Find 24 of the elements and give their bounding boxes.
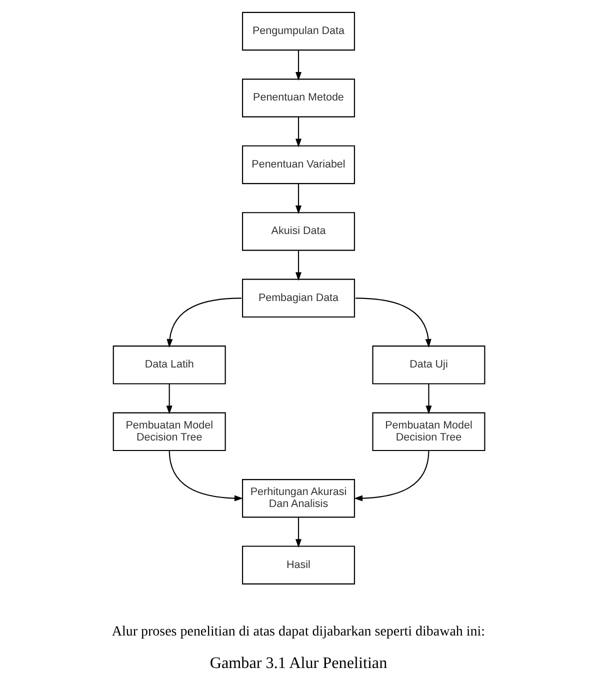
- node-box: Pembuatan Model Decision Tree: [372, 412, 485, 452]
- node-box: Pengumpulan Data: [242, 12, 354, 51]
- label: Alur proses penelitian di atas dapat dijabarkan seperti dibawah ini:: [111, 624, 485, 640]
- arrow: [166, 384, 172, 414]
- node-box: Pembagian Data: [242, 278, 354, 318]
- arrow: [425, 384, 432, 414]
- node-box: Hasil: [242, 546, 354, 584]
- node-box: Data Latih: [112, 346, 226, 384]
- arrow: [294, 184, 302, 214]
- caption: Gambar 3.1 Alur Penelitian: [209, 654, 387, 672]
- node-box: Pembuatan Model Decision Tree: [112, 412, 226, 452]
- arrow: [355, 298, 431, 348]
- node-box: Perhitungan Akurasi Dan Analisis: [242, 479, 354, 518]
- node-box: Penentuan Metode: [242, 78, 354, 118]
- arrow: [353, 450, 429, 502]
- node-box: Akuisi Data: [242, 212, 354, 251]
- arrow: [166, 298, 241, 348]
- arrow: [294, 117, 302, 148]
- node-box: Penentuan Variabel: [242, 145, 354, 184]
- arrow: [294, 250, 302, 281]
- arrow: [294, 50, 302, 81]
- arrow: [168, 450, 243, 502]
- arrow: [294, 517, 302, 548]
- node-box: Data Uji: [372, 346, 485, 384]
